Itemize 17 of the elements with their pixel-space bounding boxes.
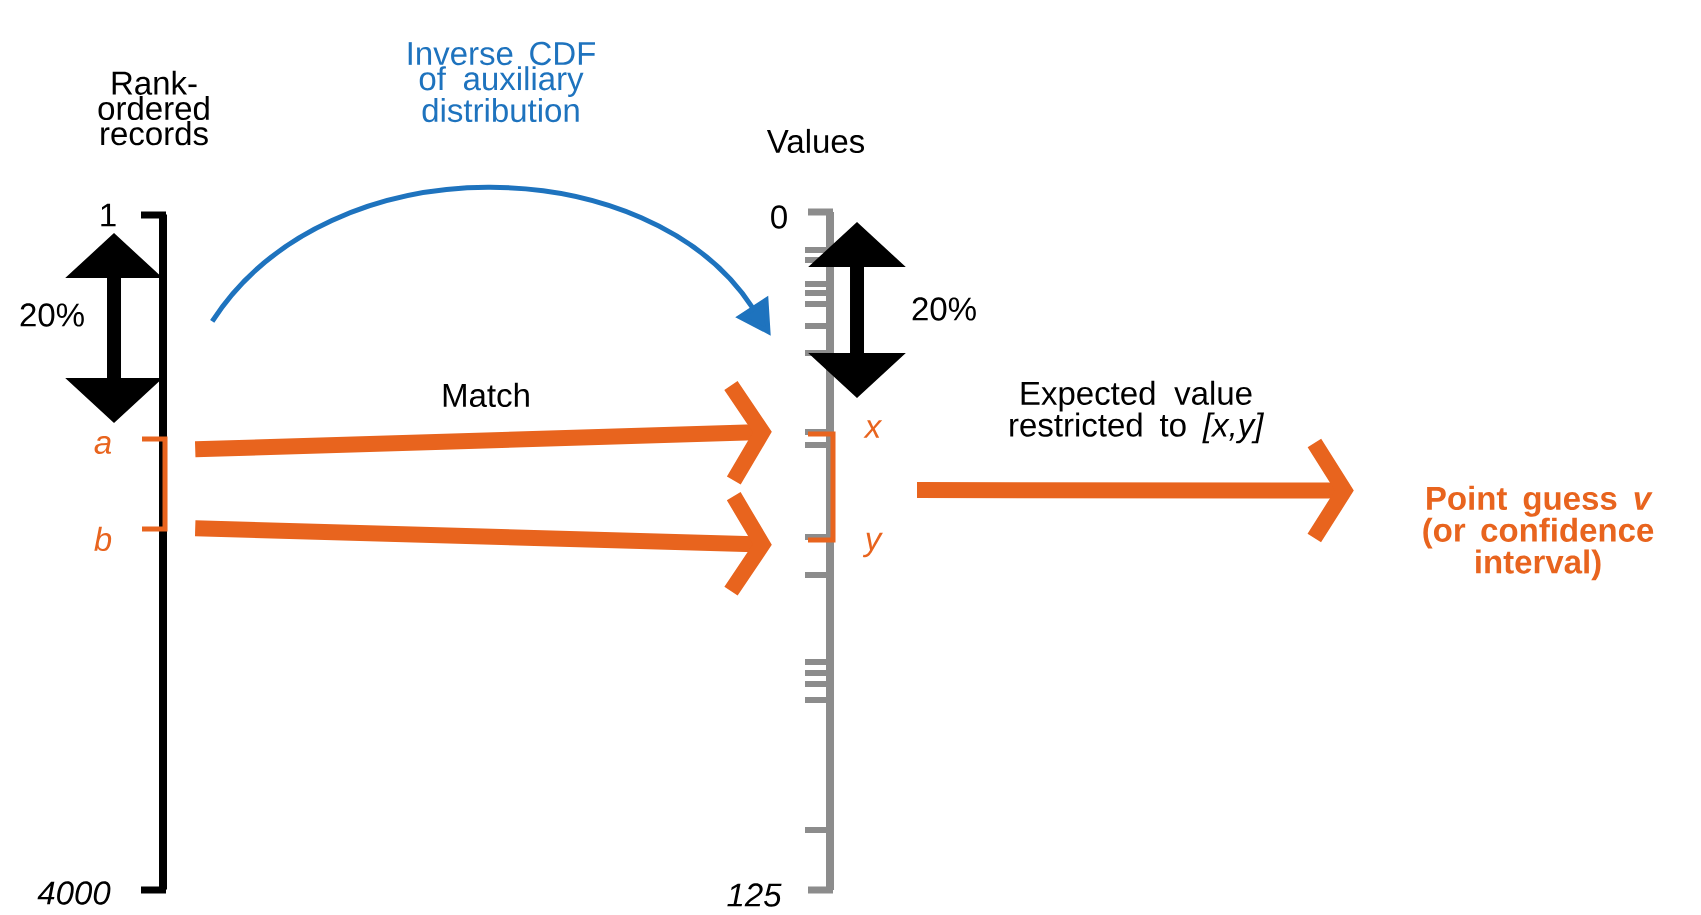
scale-title: Values: [766, 128, 865, 154]
variable-label: a: [94, 435, 112, 455]
edge-label: Match: [443, 382, 529, 408]
tick-label: 125: [727, 883, 782, 907]
percent-label: 20%: [912, 297, 976, 321]
arrow: [194, 381, 772, 485]
edge-label: Expected value restricted to [x,y]: [1010, 380, 1265, 444]
tick-label: 4000: [37, 881, 111, 905]
result-text: Point guess v (or confidence interval): [1423, 485, 1654, 581]
edge-label: Inverse CDF of auxiliary distribution: [408, 41, 595, 123]
arrow: [917, 438, 1354, 543]
variable-label: b: [94, 526, 112, 552]
percent-label: 20%: [20, 303, 84, 327]
tick-label: 1: [101, 203, 116, 227]
scale-title: Rank-ordered records: [98, 70, 209, 146]
tick-label: 0: [771, 205, 787, 229]
arrow: [194, 492, 772, 596]
